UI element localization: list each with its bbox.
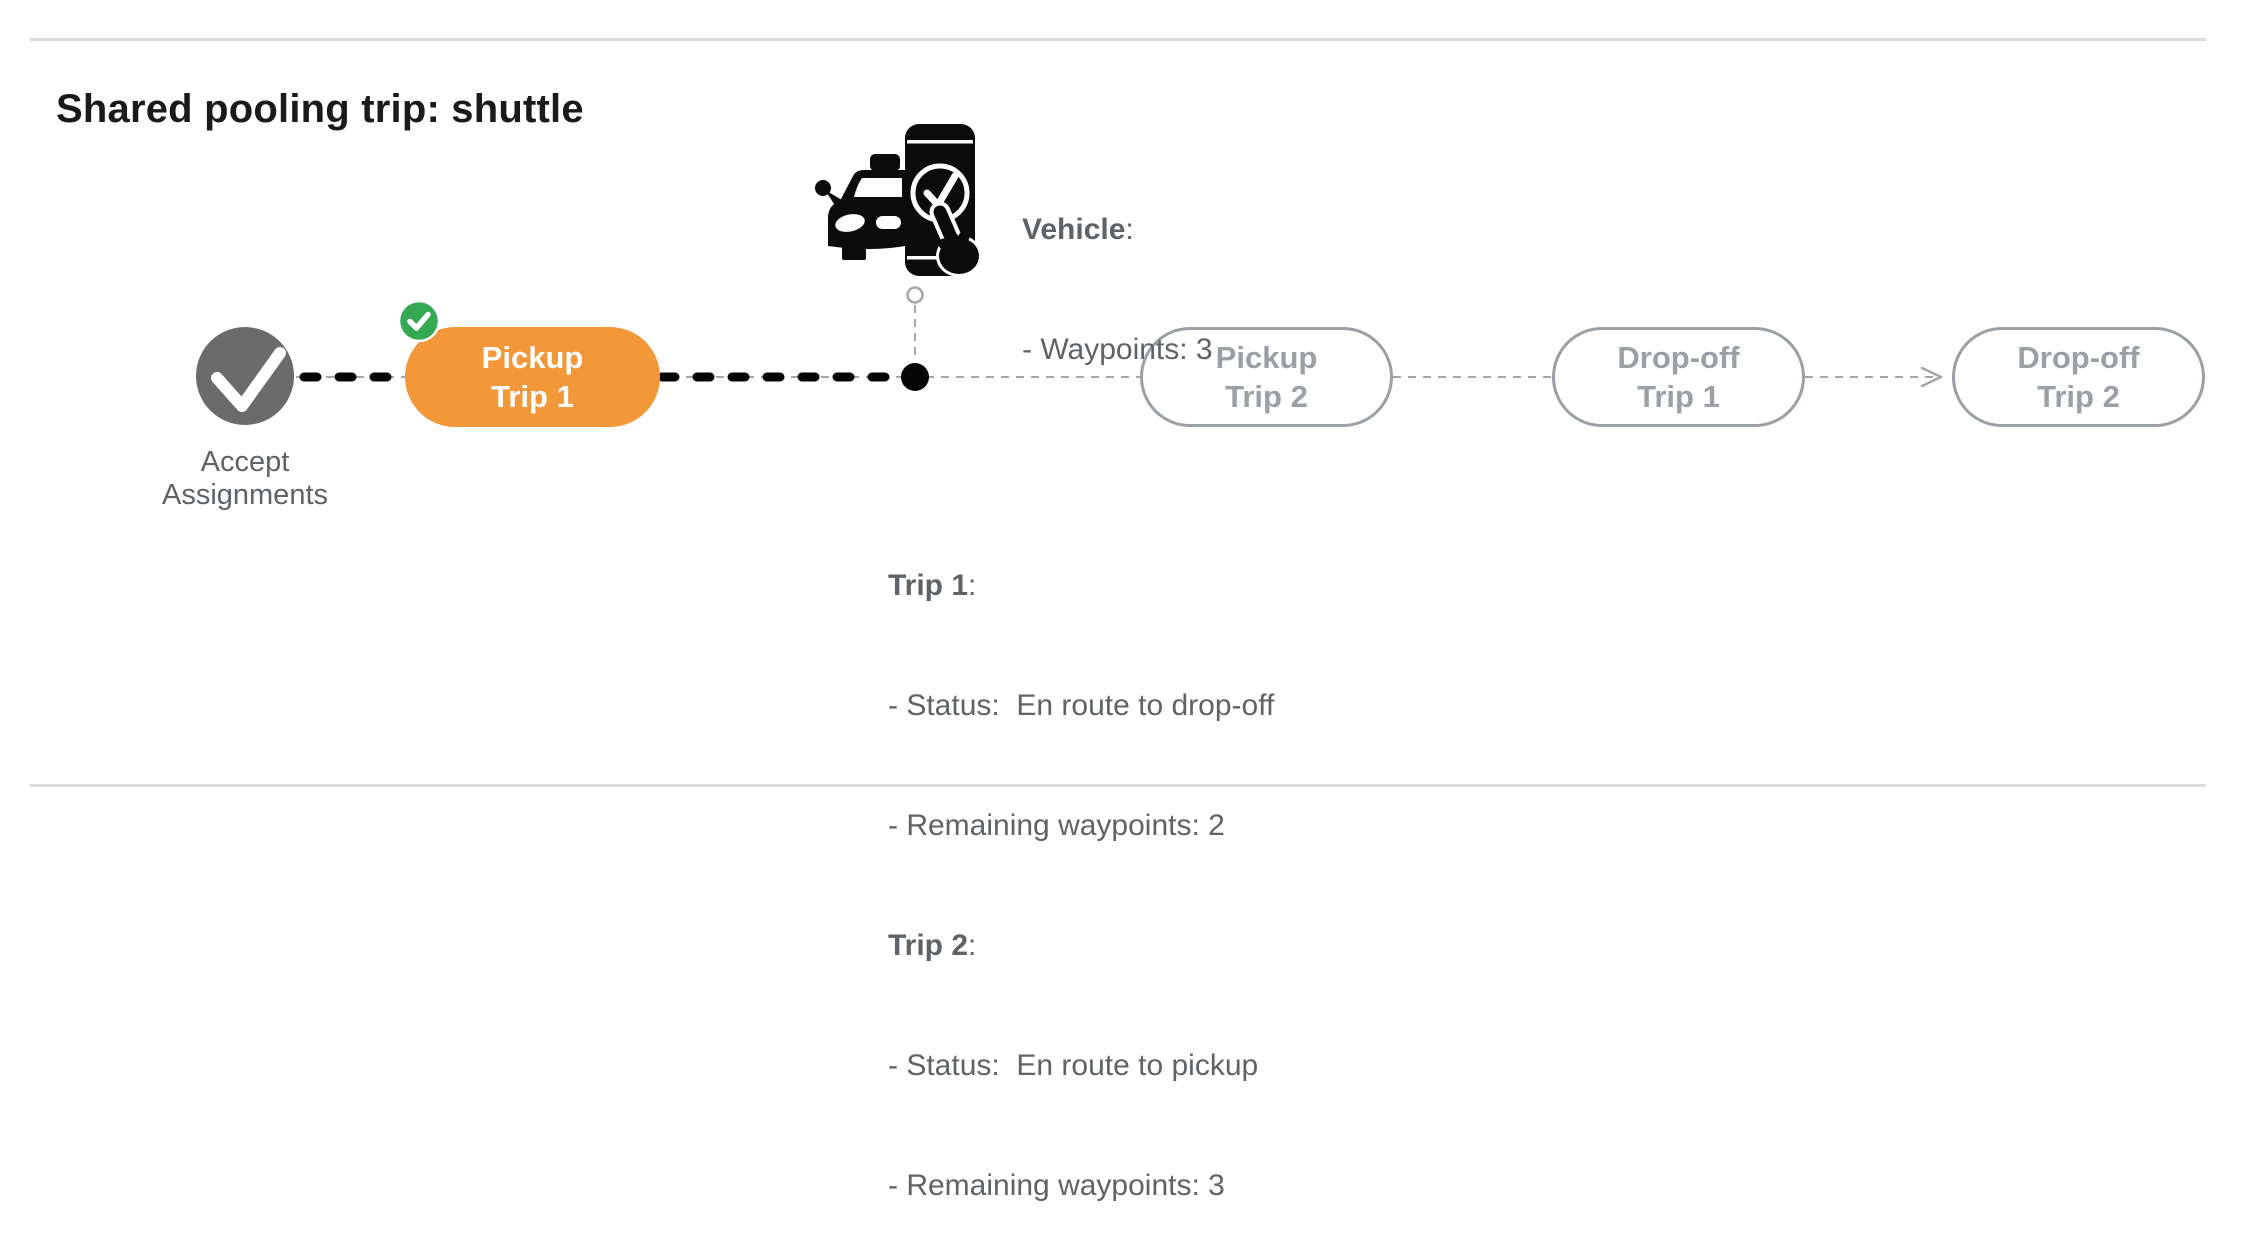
timeline-graphics bbox=[196, 286, 1943, 425]
trip2-heading: Trip 2: bbox=[888, 929, 977, 962]
accept-assignments-node bbox=[196, 327, 294, 425]
vehicle-anchor-circle bbox=[906, 286, 924, 304]
trip1-status-line: - Status: En route to drop-off bbox=[888, 689, 1275, 722]
vehicle-info-heading: Vehicle: bbox=[1022, 213, 1134, 246]
check-icon bbox=[211, 347, 286, 412]
pill-label-line2: Trip 1 bbox=[1637, 379, 1720, 414]
node-pickup-trip-2: Pickup Trip 2 bbox=[1140, 327, 1393, 427]
node-pickup-trip-1: Pickup Trip 1 bbox=[397, 299, 660, 427]
pill-label-line1: Drop-off bbox=[2017, 340, 2140, 375]
top-separator-line bbox=[30, 38, 2206, 41]
vehicle-taxi-phone-confirm-icon bbox=[815, 124, 982, 277]
pointing-hand-shape bbox=[929, 201, 982, 277]
bottom-separator-line bbox=[30, 784, 2206, 787]
green-check-badge bbox=[397, 299, 441, 343]
page-title: Shared pooling trip: shuttle bbox=[56, 86, 584, 131]
trip-info-block: Trip 1: - Status: En route to drop-off -… bbox=[888, 486, 1274, 1246]
vehicle-info-line: - Waypoints: 3 bbox=[1022, 333, 1213, 366]
pill-label-line2: Trip 2 bbox=[2037, 379, 2120, 414]
trip2-waypoints-line: - Remaining waypoints: 3 bbox=[888, 1169, 1225, 1202]
pill-label-line2: Trip 2 bbox=[1225, 379, 1308, 414]
pill-label-line2: Trip 1 bbox=[491, 379, 574, 414]
accept-assignments-label: Accept Assignments bbox=[161, 446, 328, 511]
pill-label-line1: Pickup bbox=[481, 340, 584, 375]
vehicle-info-block: Vehicle: - Waypoints: 3 bbox=[1022, 130, 1213, 410]
trip1-waypoints-line: - Remaining waypoints: 2 bbox=[888, 809, 1225, 842]
vehicle-position-dot bbox=[901, 363, 929, 391]
node-dropoff-trip-2: Drop-off Trip 2 bbox=[1952, 327, 2205, 427]
trip1-heading: Trip 1: bbox=[888, 569, 977, 602]
node-dropoff-trip-1: Drop-off Trip 1 bbox=[1552, 327, 1805, 427]
trip2-status-line: - Status: En route to pickup bbox=[888, 1049, 1259, 1082]
check-icon bbox=[407, 311, 431, 331]
pill-label-line1: Drop-off bbox=[1617, 340, 1740, 375]
arrow-head-icon bbox=[1920, 366, 1943, 388]
pill-label-line1: Pickup bbox=[1215, 340, 1318, 375]
